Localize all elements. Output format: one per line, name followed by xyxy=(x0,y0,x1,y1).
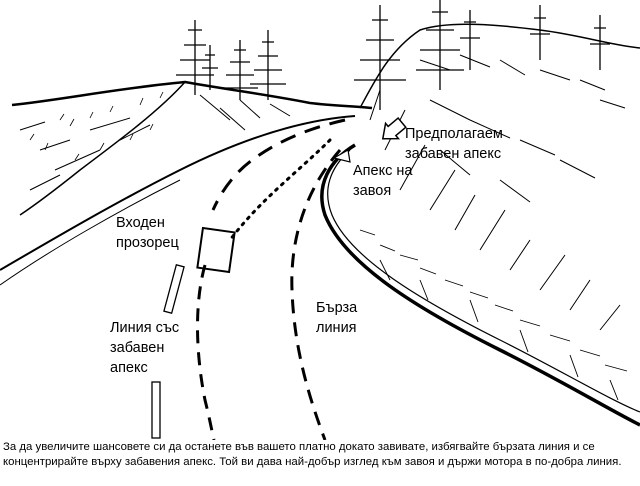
label-late-apex-line: Линия със забавен апекс xyxy=(110,320,180,376)
label-fast-line: Бърза линия xyxy=(316,300,358,336)
fast-line-dashed xyxy=(290,149,342,440)
right-road-edge xyxy=(320,143,640,427)
label-entry-window: Входен прозорец xyxy=(116,215,179,251)
road-illustration xyxy=(0,0,640,440)
entry-window-box xyxy=(196,226,236,274)
late-apex-dashed-line xyxy=(196,264,216,440)
label-assumed-late-apex: Предполагаем забавен апекс xyxy=(405,126,503,162)
left-lane-marker-1 xyxy=(163,263,185,315)
left-hillside xyxy=(11,80,373,110)
left-road-edge xyxy=(0,115,356,271)
arrow-icon xyxy=(381,116,407,140)
apex-marker-icon xyxy=(332,149,351,163)
center-dashed-line xyxy=(211,118,346,211)
right-cliff xyxy=(359,23,640,109)
left-lane-marker-2 xyxy=(151,381,161,439)
caption-text: За да увеличите шансовете си да останете… xyxy=(3,441,622,468)
label-apex-of-turn: Апекс на завоя xyxy=(353,163,413,199)
